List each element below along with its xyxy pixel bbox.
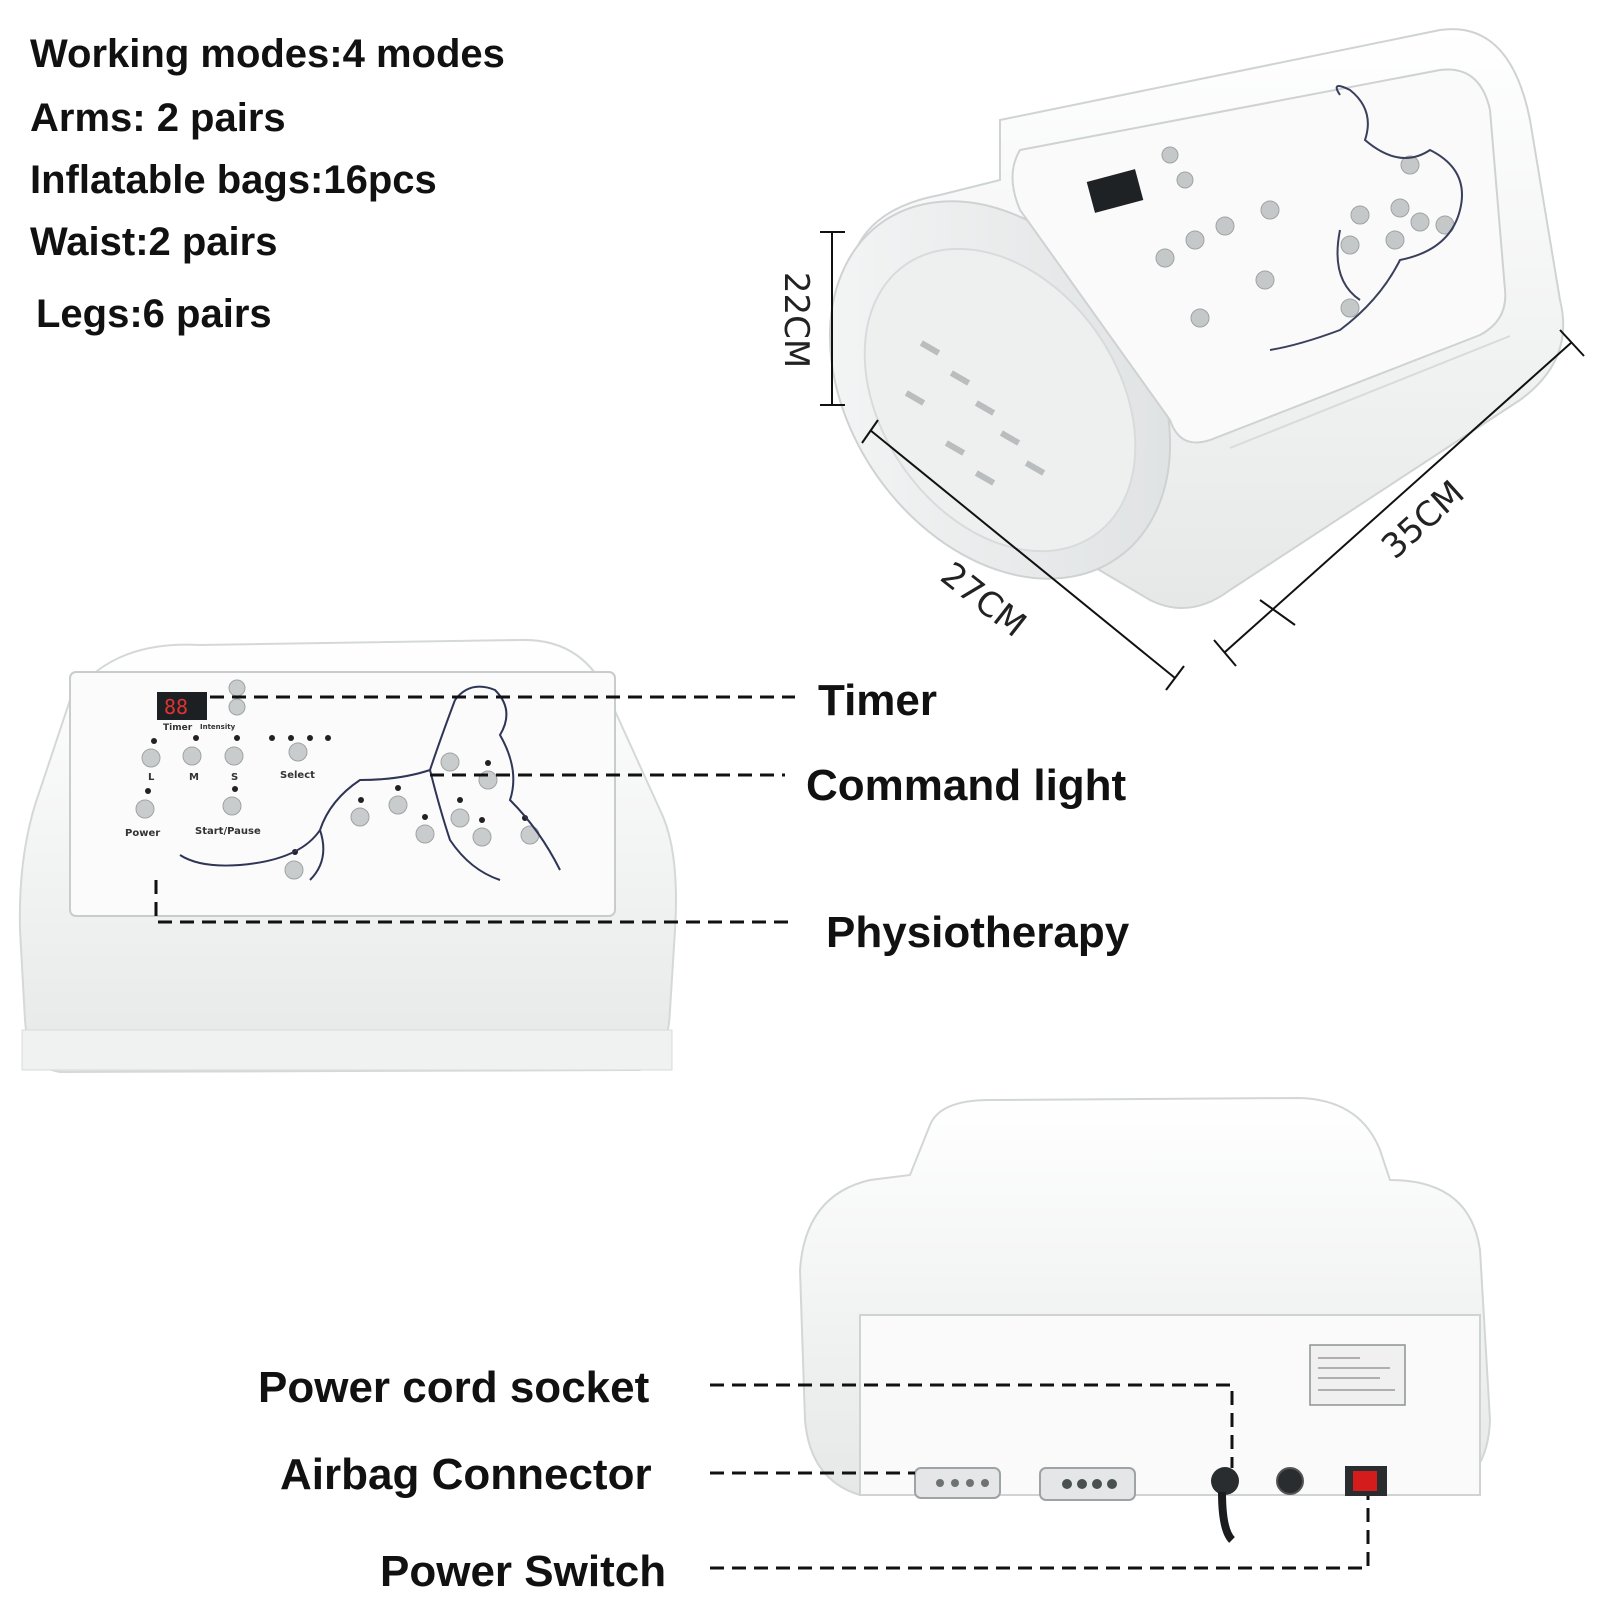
- fuse-holder: [1276, 1467, 1304, 1495]
- callout-power-switch: Power Switch: [380, 1547, 667, 1596]
- callout-airbag-connector: Airbag Connector: [280, 1450, 652, 1499]
- device-angled-panel: [1011, 68, 1507, 444]
- spec-arms: Arms: 2 pairs: [30, 96, 286, 140]
- panel-label-timer: Timer: [163, 723, 193, 733]
- rating-label: [1309, 1344, 1406, 1406]
- dimension-lines: [820, 231, 1585, 691]
- vent-slots: [904, 340, 1046, 486]
- airbag-connector-2: [1039, 1467, 1136, 1501]
- panel-label-m: M: [189, 772, 199, 783]
- panel-label-l: L: [148, 772, 155, 783]
- callout-timer: Timer: [818, 676, 938, 725]
- device-front-view: 88 Timer Intensity L M S Select Po: [18, 638, 677, 1074]
- leader-lines: [154, 695, 1370, 1570]
- spec-working-modes: Working modes:4 modes: [30, 32, 505, 76]
- panel-label-start-pause: Start/Pause: [195, 826, 261, 837]
- device-back-view: [798, 1096, 1492, 1543]
- panel-label-power: Power: [125, 828, 160, 839]
- spec-legs: Legs:6 pairs: [36, 292, 272, 336]
- spec-waist: Waist:2 pairs: [30, 220, 278, 264]
- power-cord-socket: [1211, 1467, 1239, 1495]
- svg-text:88: 88: [164, 695, 188, 719]
- dimension-height-label: 22CM: [776, 271, 817, 369]
- front-timer-display: [157, 692, 207, 720]
- device-angled-view: [828, 28, 1565, 609]
- panel-label-intensity: Intensity: [200, 723, 236, 731]
- timer-display: [1086, 169, 1144, 213]
- panel-label-select: Select: [280, 770, 315, 781]
- spec-inflatable-bags: Inflatable bags:16pcs: [30, 158, 437, 202]
- panel-label-s: S: [231, 772, 238, 783]
- callout-physiotherapy: Physiotherapy: [826, 908, 1130, 957]
- callout-command-light: Command light: [806, 761, 1127, 810]
- callout-power-cord-socket: Power cord socket: [258, 1363, 650, 1412]
